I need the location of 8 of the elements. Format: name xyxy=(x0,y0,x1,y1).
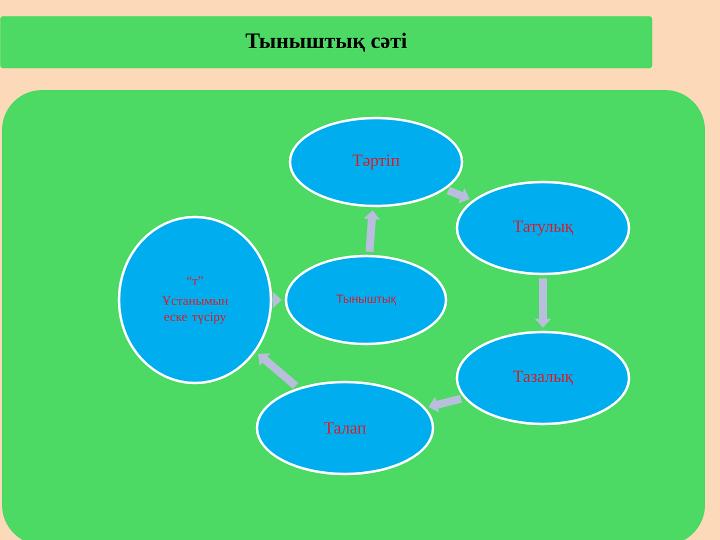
block-arrow xyxy=(428,394,462,413)
ellipse-node: Тыныштық xyxy=(284,254,448,346)
ellipse-node: “т” Ұстанымын еске түсіру xyxy=(118,216,272,384)
ellipse-node: Тәртіп xyxy=(288,116,464,208)
ellipse-node: Тазалық xyxy=(456,330,630,426)
ellipse-node: Талап xyxy=(256,380,434,476)
ellipse-node: Татулық xyxy=(456,180,630,276)
title-banner: Тыныштық сәті xyxy=(0,16,652,68)
